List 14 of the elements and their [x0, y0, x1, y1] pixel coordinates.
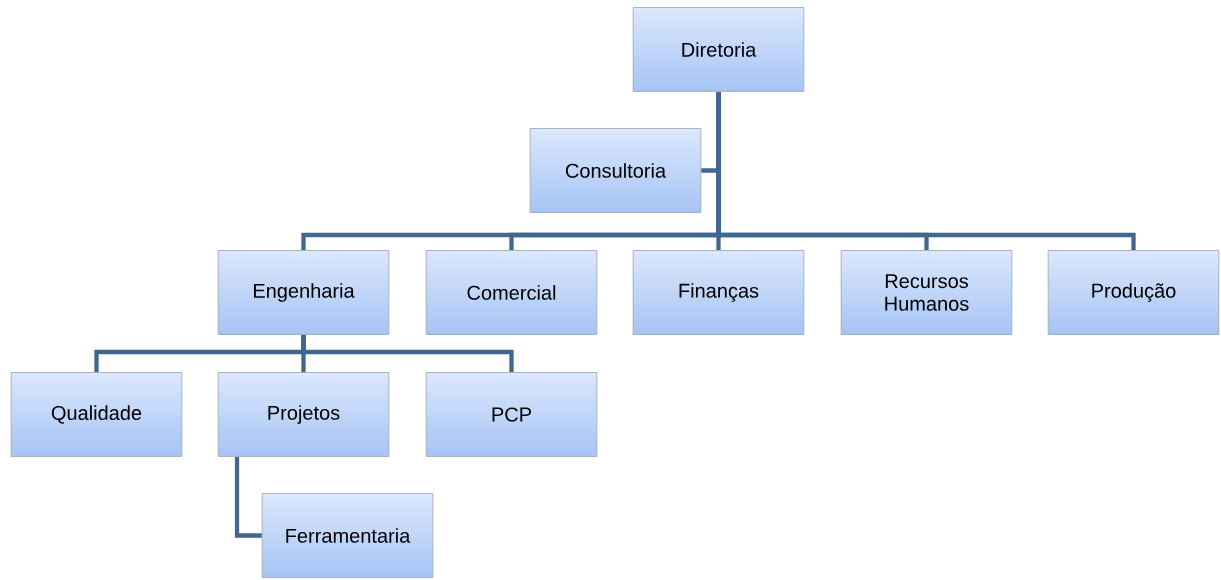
connector-line: [716, 91, 1136, 251]
org-box: PCP: [425, 372, 598, 457]
connector-line: [234, 457, 262, 538]
org-box: Produção: [1047, 250, 1220, 335]
org-box: Ferramentaria: [261, 493, 434, 578]
org-box: Projetos: [217, 372, 390, 457]
connector-line: [301, 334, 514, 373]
org-box: Finanças: [632, 250, 805, 335]
org-box: Consultoria: [529, 128, 702, 213]
org-box: Qualidade: [10, 372, 183, 457]
org-box: Recursos Humanos: [840, 250, 1013, 335]
org-box: Diretoria: [632, 7, 805, 92]
org-box: Comercial: [425, 250, 598, 335]
org-box: Engenharia: [217, 250, 390, 335]
